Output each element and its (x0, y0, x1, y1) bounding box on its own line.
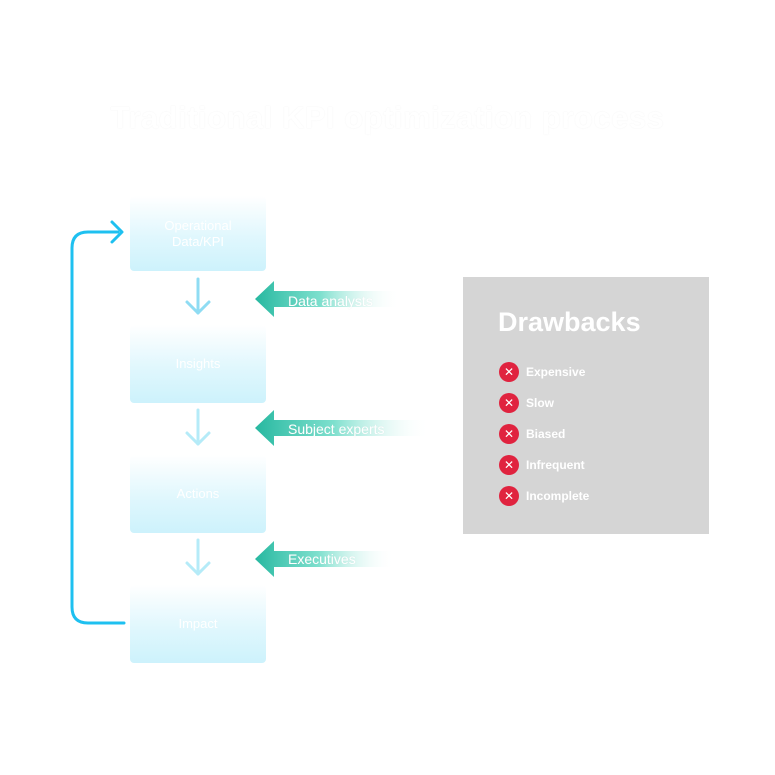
x-circle-icon: ✕ (499, 454, 519, 475)
input-label-subject-experts: Subject experts (288, 421, 385, 437)
list-item: ✕ Incomplete (499, 480, 589, 511)
step-actions: Actions (130, 455, 266, 533)
step-label: Impact (178, 616, 218, 631)
step-operational-data: Operational Data/KPI (130, 196, 266, 271)
input-arrow-executives (255, 541, 395, 577)
step-arrow-1 (185, 277, 211, 315)
feedback-loop-arrow (70, 230, 126, 625)
input-label-executives: Executives (288, 551, 356, 567)
step-arrow-2 (185, 408, 211, 446)
drawbacks-title: Drawbacks (498, 307, 641, 337)
input-label-data-analysts: Data analysts (288, 293, 373, 309)
step-label-line: Data/KPI (171, 233, 225, 249)
drawback-label: Incomplete (526, 488, 590, 503)
page-title: Traditional KPI optimization process (110, 100, 665, 135)
step-insights: Insights (130, 325, 266, 403)
drawback-label: Slow (526, 395, 555, 410)
list-item: ✕ Infrequent (499, 449, 589, 480)
list-item: ✕ Slow (499, 387, 589, 418)
drawbacks-panel: Drawbacks ✕ Expensive ✕ Slow ✕ Biased ✕ … (463, 277, 709, 534)
input-arrow-subject-experts (255, 410, 430, 446)
x-circle-icon: ✕ (499, 423, 519, 444)
drawback-label: Infrequent (526, 457, 585, 472)
feedback-loop-arrowhead (110, 220, 124, 244)
step-label: Insights (175, 356, 221, 371)
drawbacks-list: ✕ Expensive ✕ Slow ✕ Biased ✕ Infrequent… (499, 356, 589, 511)
input-arrow-data-analysts (255, 281, 400, 317)
step-arrow-3 (185, 538, 211, 576)
x-circle-icon: ✕ (499, 485, 519, 506)
step-label: Actions (176, 486, 220, 501)
drawback-label: Biased (526, 426, 566, 441)
x-circle-icon: ✕ (499, 361, 519, 382)
step-label-line: Operational (164, 217, 232, 233)
drawback-label: Expensive (526, 364, 586, 379)
x-circle-icon: ✕ (499, 392, 519, 413)
list-item: ✕ Biased (499, 418, 589, 449)
step-impact: Impact (130, 585, 266, 663)
list-item: ✕ Expensive (499, 356, 589, 387)
